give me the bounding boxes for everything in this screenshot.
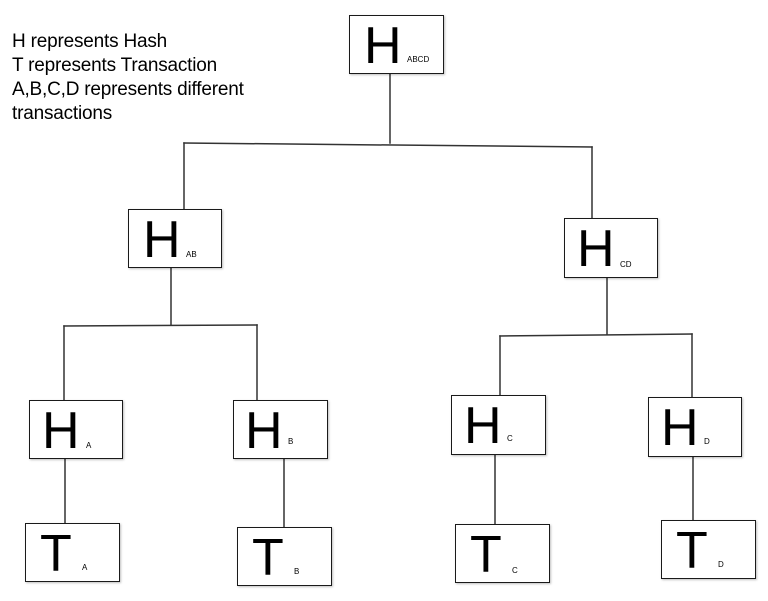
hash-node-ab: H AB	[128, 209, 222, 268]
transaction-node-b: T B	[237, 527, 332, 586]
legend-abcd-continued: transactions	[12, 103, 113, 124]
hash-subscript: B	[288, 437, 294, 446]
transaction-letter: T	[252, 529, 284, 587]
legend: H represents Hash T represents Transacti…	[12, 30, 332, 126]
edge-cd-bar	[499, 333, 693, 337]
hash-letter: H	[577, 220, 615, 278]
hash-subscript: ABCD	[407, 55, 430, 64]
hash-node-b: H B	[233, 400, 328, 459]
transaction-letter: T	[40, 525, 72, 583]
legend-transaction: T represents Transaction	[12, 55, 218, 76]
hash-node-c: H C	[451, 395, 546, 455]
legend-abcd: A,B,C,D represents different	[12, 79, 244, 100]
hash-letter: H	[364, 17, 402, 75]
transaction-node-a: T A	[25, 523, 120, 582]
hash-letter: H	[143, 211, 181, 269]
transaction-node-d: T D	[661, 520, 756, 579]
hash-subscript: AB	[186, 250, 197, 259]
edge-ab-bar	[63, 324, 258, 327]
hash-node-d: H D	[648, 397, 742, 457]
legend-hash: H represents Hash	[12, 31, 168, 52]
transaction-subscript: D	[718, 560, 724, 569]
hash-letter: H	[245, 402, 283, 460]
transaction-letter: T	[676, 522, 708, 580]
hash-letter: H	[42, 402, 80, 460]
hash-subscript: A	[86, 441, 92, 450]
transaction-letter: T	[470, 526, 502, 584]
hash-node-abcd: H ABCD	[349, 15, 444, 74]
hash-node-cd: H CD	[564, 218, 658, 278]
transaction-subscript: B	[294, 567, 300, 576]
hash-subscript: CD	[620, 260, 632, 269]
transaction-subscript: A	[82, 563, 88, 572]
edge-root-bar	[183, 142, 593, 148]
hash-letter: H	[661, 399, 699, 457]
hash-letter: H	[464, 397, 502, 455]
hash-node-a: H A	[29, 400, 123, 459]
hash-subscript: C	[507, 434, 513, 443]
hash-subscript: D	[704, 437, 710, 446]
transaction-node-c: T C	[455, 524, 550, 583]
transaction-subscript: C	[512, 566, 518, 575]
